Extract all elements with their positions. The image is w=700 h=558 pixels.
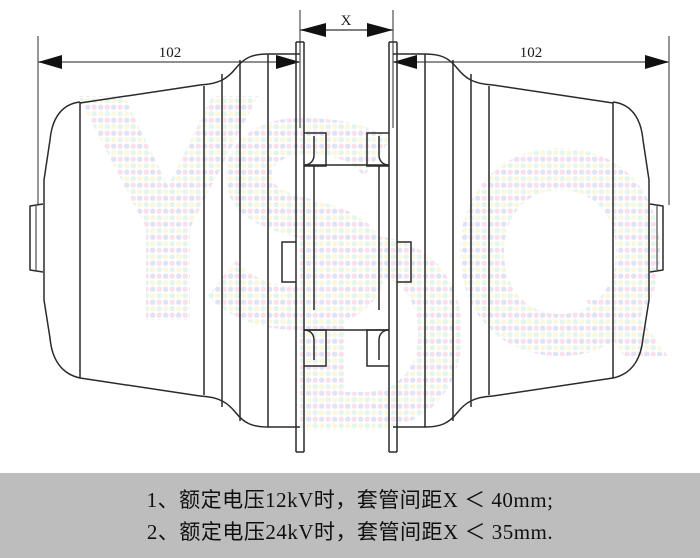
arrowhead-x-left xyxy=(300,23,326,37)
arrowhead-x-right xyxy=(367,23,393,37)
drawing-canvas: 102 X 102 xyxy=(29,10,670,453)
right-cap-top-curve xyxy=(612,101,650,181)
left-body-bottom-taper xyxy=(79,377,201,397)
dimension-group xyxy=(37,10,670,205)
caption-line-2: 2、额定电压24kV时，套管间距X ＜ 35mm. xyxy=(146,519,554,544)
left-cap-bottom-curve xyxy=(43,299,81,379)
center-bushing-group xyxy=(281,41,412,453)
center-tab-mid-right xyxy=(397,241,412,283)
center-tab-bottom-left xyxy=(304,329,327,367)
caption-band: 1、额定电压12kV时，套管间距X ＜ 40mm; 2、额定电压24kV时，套管… xyxy=(0,473,700,558)
center-tab-bottom-right xyxy=(366,329,389,367)
right-body-bottom-taper xyxy=(492,377,614,397)
right-body-top-taper xyxy=(492,84,614,104)
arrowhead-right-span-end xyxy=(645,55,669,69)
left-cap-top-curve xyxy=(43,101,81,181)
center-tab-top-right xyxy=(366,132,389,167)
left-scurve-bottom xyxy=(199,395,300,428)
arrowhead-right-span-start xyxy=(393,55,417,69)
dimension-label-right: 102 xyxy=(520,45,543,61)
watermark-ysdq xyxy=(78,96,668,430)
bushing-bottom-fillet-right xyxy=(378,329,390,360)
center-tab-top-left xyxy=(304,132,327,167)
right-cap-bottom-curve xyxy=(612,299,650,379)
body-outline-group xyxy=(29,53,664,428)
dimension-labels: 102 X 102 xyxy=(159,13,543,61)
left-body-top-taper xyxy=(79,84,201,104)
right-scurve-top xyxy=(393,53,494,86)
right-end-tab xyxy=(649,203,664,273)
left-scurve-top xyxy=(199,53,300,86)
assembly-drawing-svg: 102 X 102 xyxy=(29,10,670,453)
center-tab-mid-left xyxy=(281,241,296,283)
arrowhead-left-span-end xyxy=(276,55,300,69)
right-scurve-bottom xyxy=(393,395,494,428)
caption-line-1: 1、额定电压12kV时，套管间距X ＜ 40mm; xyxy=(146,487,554,512)
arrowhead-left-span-start xyxy=(38,55,62,69)
dimension-label-left: 102 xyxy=(159,45,182,61)
dimension-label-center-x: X xyxy=(341,13,352,29)
left-end-tab xyxy=(29,203,44,273)
